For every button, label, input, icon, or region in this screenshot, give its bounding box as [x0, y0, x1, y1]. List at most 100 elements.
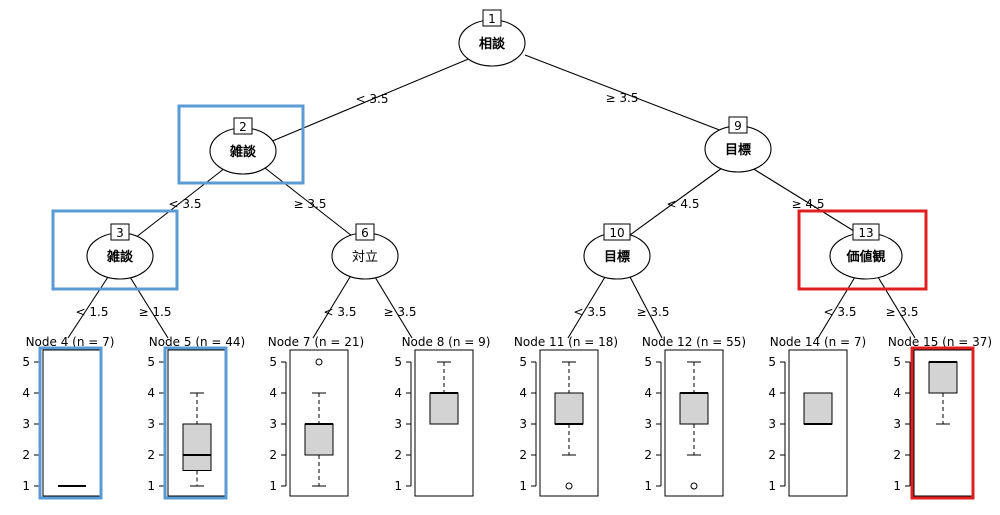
y-tick-label: 4 [893, 386, 901, 400]
iqr-box [429, 392, 459, 425]
edge-13-14 [817, 276, 856, 339]
edge-label-9-left: < 4.5 [667, 197, 700, 211]
edge-label-1-left: < 3.5 [356, 92, 389, 106]
edge-6-8 [374, 276, 413, 339]
y-tick-label: 4 [269, 386, 277, 400]
iqr-box [679, 392, 709, 425]
node-title: Node 5 (n = 44) [149, 335, 246, 349]
node-id-box [603, 223, 631, 241]
edge-3-5 [129, 276, 169, 339]
y-tick-label: 5 [519, 355, 527, 369]
edge-2-6 [264, 167, 353, 237]
iqr-box [304, 423, 334, 456]
inner-node-10: 10 目標 [583, 223, 651, 280]
highlight-node-4 [38, 346, 103, 500]
node-title: Node 15 (n = 37) [888, 335, 992, 349]
node-id-box [728, 116, 748, 134]
highlight-node-3 [51, 209, 179, 291]
y-tick-label: 5 [147, 355, 155, 369]
y-tick-label: 5 [22, 355, 30, 369]
edge-3-4 [67, 276, 109, 339]
terminal-node-4: Node 8 (n = 9) 1 2 3 4 5 [394, 335, 491, 497]
node-title: Node 14 (n = 7) [770, 335, 867, 349]
highlight-node-13 [797, 209, 928, 291]
y-tick-label: 2 [394, 448, 402, 462]
y-tick-label: 2 [893, 448, 901, 462]
node-id: 2 [239, 120, 247, 134]
y-tick-label: 4 [22, 386, 30, 400]
node-id: 10 [609, 226, 624, 240]
y-tick-label: 3 [644, 417, 652, 431]
y-tick-label: 3 [519, 417, 527, 431]
y-tick-label: 4 [768, 386, 776, 400]
edge-1-2 [269, 54, 479, 143]
y-tick-label: 1 [22, 479, 30, 493]
node-id-box [482, 9, 502, 27]
node-title: Node 11 (n = 18) [514, 335, 618, 349]
inner-node-6: 6 対立 [331, 223, 399, 280]
edge-10-12 [629, 276, 663, 339]
y-tick-label: 2 [644, 448, 652, 462]
node-variable: 雑談 [106, 249, 134, 265]
y-tick-label: 5 [394, 355, 402, 369]
edge-1-9 [524, 54, 736, 137]
y-tick-label: 4 [147, 386, 155, 400]
edge-label-10-left: < 3.5 [574, 305, 607, 319]
edge-13-15 [877, 276, 916, 339]
node-variable: 対立 [352, 250, 378, 265]
node-id: 9 [734, 119, 742, 133]
edge-9-13 [751, 167, 863, 237]
inner-node-3: 3 雑談 [86, 223, 154, 280]
edge-label-13-left: < 3.5 [824, 305, 857, 319]
y-tick-label: 5 [269, 355, 277, 369]
inner-node-9: 9 目標 [704, 116, 772, 173]
edge-10-11 [567, 276, 606, 339]
y-tick-label: 2 [269, 448, 277, 462]
node-id-box [110, 223, 130, 241]
y-tick-label: 4 [394, 386, 402, 400]
edge-label-6-left: < 3.5 [324, 305, 357, 319]
highlight-node-5 [163, 346, 228, 500]
highlight-node-15 [910, 346, 975, 500]
tree-edges [67, 54, 916, 339]
node-id: 3 [116, 226, 124, 240]
outlier-point [315, 358, 323, 366]
edge-label-13-right: ≥ 3.5 [886, 305, 919, 319]
edge-label-2-right: ≥ 3.5 [294, 197, 327, 211]
y-tick-label: 3 [394, 417, 402, 431]
plot-panel [42, 349, 102, 497]
y-tick-label: 3 [147, 417, 155, 431]
outlier-point [565, 482, 573, 490]
edge-label-3-left: < 1.5 [76, 305, 109, 319]
y-tick-label: 1 [893, 479, 901, 493]
y-tick-label: 2 [519, 448, 527, 462]
y-tick-label: 1 [519, 479, 527, 493]
iqr-box [554, 392, 584, 425]
y-tick-label: 1 [768, 479, 776, 493]
node-id-box [852, 223, 880, 241]
y-tick-label: 3 [22, 417, 30, 431]
highlight-frames [38, 104, 975, 500]
node-id-box [233, 117, 253, 135]
node-variable: 価値観 [845, 249, 885, 265]
y-tick-label: 3 [269, 417, 277, 431]
inner-node-2: 2 雑談 [209, 117, 277, 175]
edge-6-7 [312, 276, 351, 339]
outlier-point [690, 482, 698, 490]
y-tick-label: 4 [644, 386, 652, 400]
y-tick-label: 1 [147, 479, 155, 493]
edge-label-6-right: ≥ 3.5 [384, 305, 417, 319]
y-tick-label: 5 [893, 355, 901, 369]
y-tick-label: 1 [394, 479, 402, 493]
edge-9-10 [629, 167, 723, 236]
edge-label-1-right: ≥ 3.5 [606, 91, 639, 105]
node-title: Node 8 (n = 9) [402, 335, 491, 349]
inner-node-1: 1 相談 [458, 9, 526, 67]
